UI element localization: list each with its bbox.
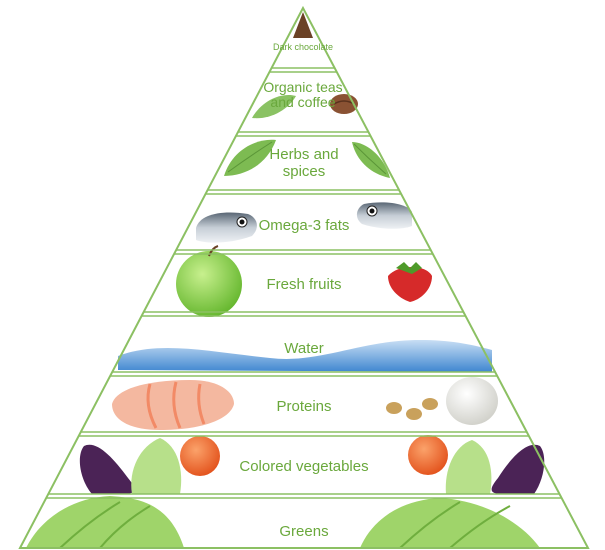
apple-icon <box>176 246 242 317</box>
tier-label-dark-chocolate: Dark chocolate <box>272 42 334 52</box>
tier-label-herbs-spices: Herbs and spices <box>256 146 352 181</box>
strawberry-icon <box>388 262 432 302</box>
greens-right-icon <box>360 498 540 548</box>
tomato-right-icon <box>408 435 448 475</box>
egg-icon <box>446 377 498 425</box>
bok-choy-left-icon <box>131 438 181 494</box>
tier-label-fresh-fruits: Fresh fruits <box>234 276 374 293</box>
tier-label-organic-teas-coffee: Organic teas and coffee <box>262 80 344 109</box>
salmon-fillet-icon <box>112 380 234 430</box>
bok-choy-right-icon <box>446 440 492 494</box>
dark-chocolate-icon <box>293 12 313 38</box>
tier-label-water: Water <box>234 340 374 357</box>
beans-icon <box>386 398 438 420</box>
greens-left-icon <box>26 496 184 548</box>
tier-label-omega-3: Omega-3 fats <box>234 217 374 234</box>
tier-label-greens: Greens <box>234 523 374 540</box>
tier-label-colored-vegetables: Colored vegetables <box>214 458 394 475</box>
eggplant-left-icon <box>80 445 135 494</box>
tier-label-proteins: Proteins <box>234 398 374 415</box>
